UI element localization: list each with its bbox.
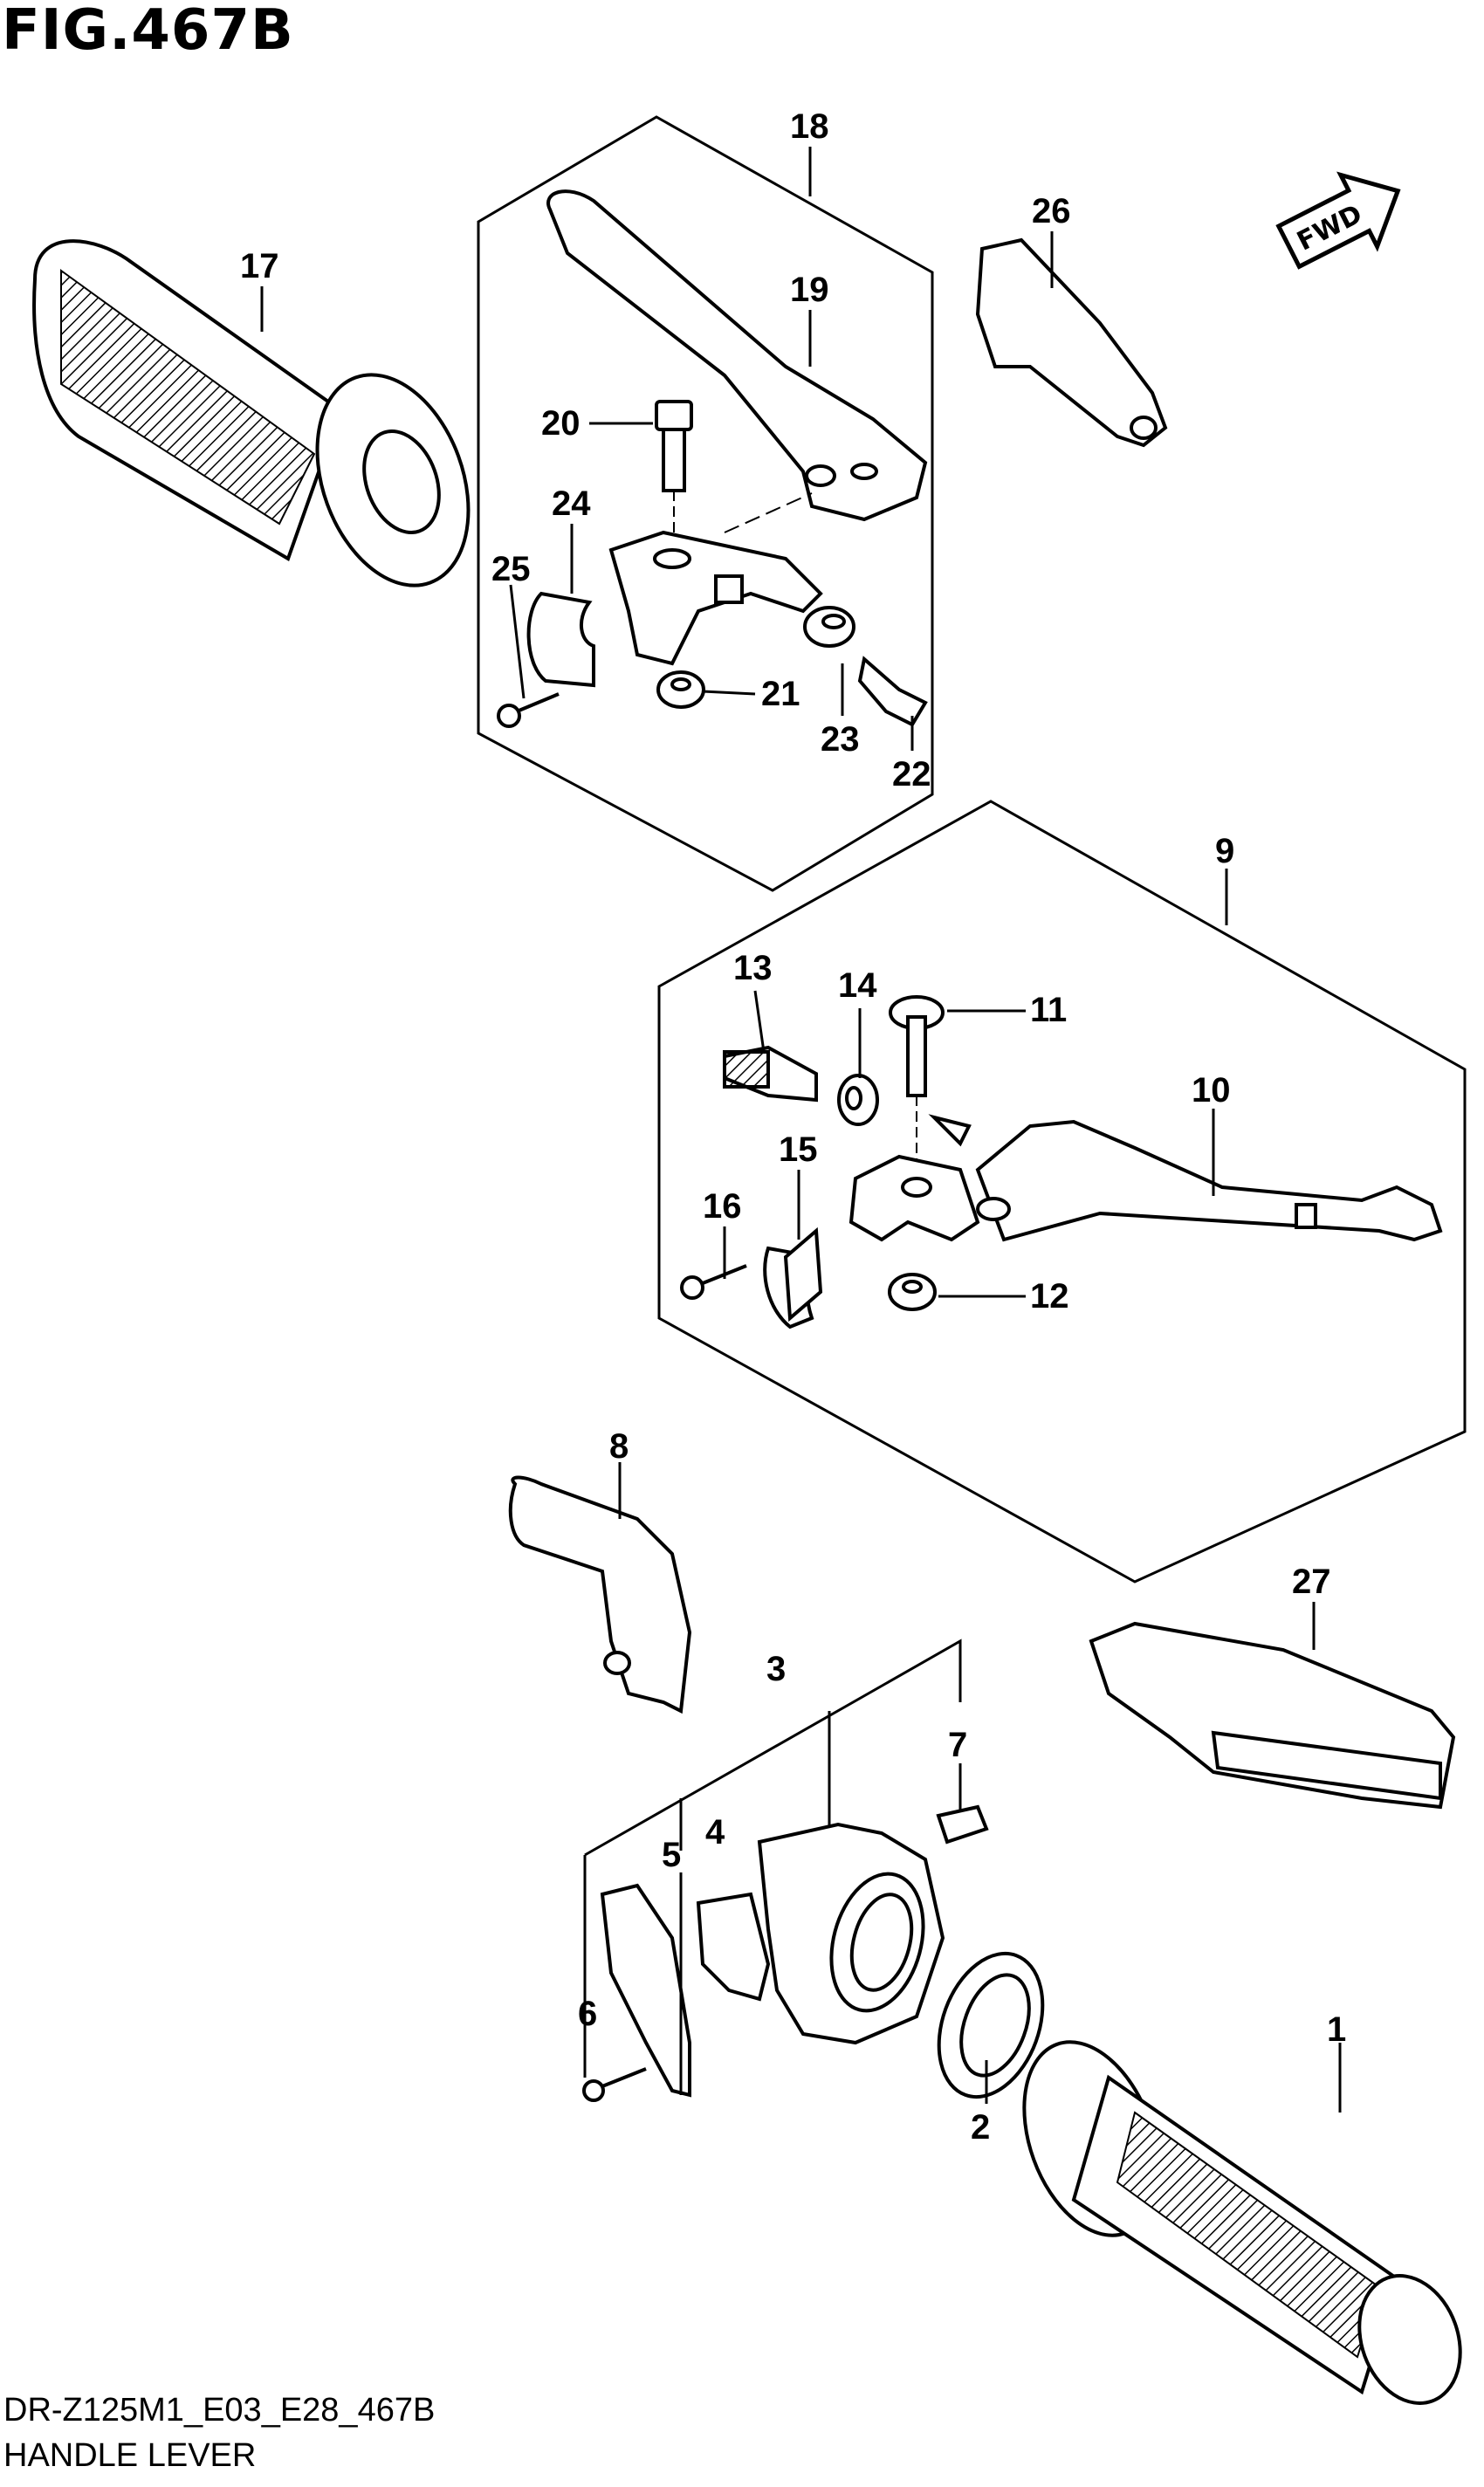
callout-12: 12 (1030, 1277, 1069, 1316)
callout-22: 22 (892, 755, 931, 794)
brake-lever-10 (975, 1119, 1443, 1242)
callout-18: 18 (790, 107, 829, 146)
callout-3: 3 (766, 1650, 786, 1688)
screw-6 (582, 2067, 647, 2102)
assembly-outline-18 (477, 115, 934, 892)
callout-19: 19 (790, 271, 829, 309)
screw-7 (936, 1804, 989, 1845)
callout-21: 21 (761, 675, 800, 713)
callout-24: 24 (552, 484, 591, 523)
model-code: DR-Z125M1_E03_E28_467B (3, 2392, 436, 2429)
assembly-3-leaders (583, 1639, 962, 2043)
clutch-perch-bracket (608, 530, 823, 666)
cable-guide-8 (508, 1475, 692, 1714)
perch-clamp-24 (526, 591, 595, 688)
callout-leaders (260, 147, 1342, 2113)
callout-25: 25 (491, 550, 531, 588)
throttle-housing (757, 1822, 945, 2045)
callout-2: 2 (971, 2108, 990, 2147)
locknut-14 (837, 1074, 879, 1126)
brake-perch-bracket (848, 1114, 980, 1242)
nut-21 (656, 670, 705, 709)
callout-14: 14 (838, 966, 877, 1005)
bolt-11 (889, 995, 945, 1097)
callout-23: 23 (821, 720, 860, 759)
screw-25 (497, 692, 560, 728)
callout-17: 17 (240, 247, 279, 285)
assembly-outline-9 (657, 800, 1467, 1584)
housing-half-4 (696, 1892, 771, 2002)
throttle-cam-2 (937, 1951, 1045, 2099)
lever-boot-26 (975, 237, 1168, 448)
callout-27: 27 (1292, 1563, 1331, 1601)
callout-6: 6 (578, 1995, 597, 2033)
callout-9: 9 (1215, 832, 1234, 870)
callout-5: 5 (662, 1836, 681, 1874)
callout-20: 20 (541, 404, 581, 443)
callout-labels: 1 2 3 4 5 6 7 8 9 10 11 12 13 14 15 16 1… (240, 107, 1346, 2147)
callout-8: 8 (609, 1427, 629, 1466)
callout-10: 10 (1192, 1071, 1231, 1110)
callout-15: 15 (779, 1130, 818, 1169)
figure-title: FIG.467B (2, 0, 294, 63)
callout-26: 26 (1032, 192, 1071, 230)
clutch-lever-19 (546, 189, 928, 522)
callout-4: 4 (705, 1813, 725, 1852)
bolt-20 (655, 400, 693, 492)
nut-12 (888, 1273, 937, 1311)
callout-1: 1 (1327, 2010, 1346, 2049)
callout-16: 16 (703, 1187, 742, 1226)
callout-13: 13 (733, 949, 773, 987)
housing-plate-5 (600, 1883, 691, 2098)
left-grip-17 (32, 239, 471, 587)
adjuster-13 (723, 1045, 818, 1103)
callout-7: 7 (948, 1726, 967, 1764)
adjuster-22 (857, 656, 928, 727)
right-grip-1 (1022, 2040, 1462, 2405)
locknut-23 (803, 606, 855, 648)
figure-name: HANDLE LEVER (3, 2437, 257, 2474)
clamp-15 (763, 1226, 823, 1329)
screw-16 (680, 1264, 747, 1300)
throttle-cover-27 (1089, 1621, 1456, 1810)
callout-11: 11 (1030, 991, 1067, 1029)
fwd-arrow-icon: FWD (1275, 171, 1401, 270)
